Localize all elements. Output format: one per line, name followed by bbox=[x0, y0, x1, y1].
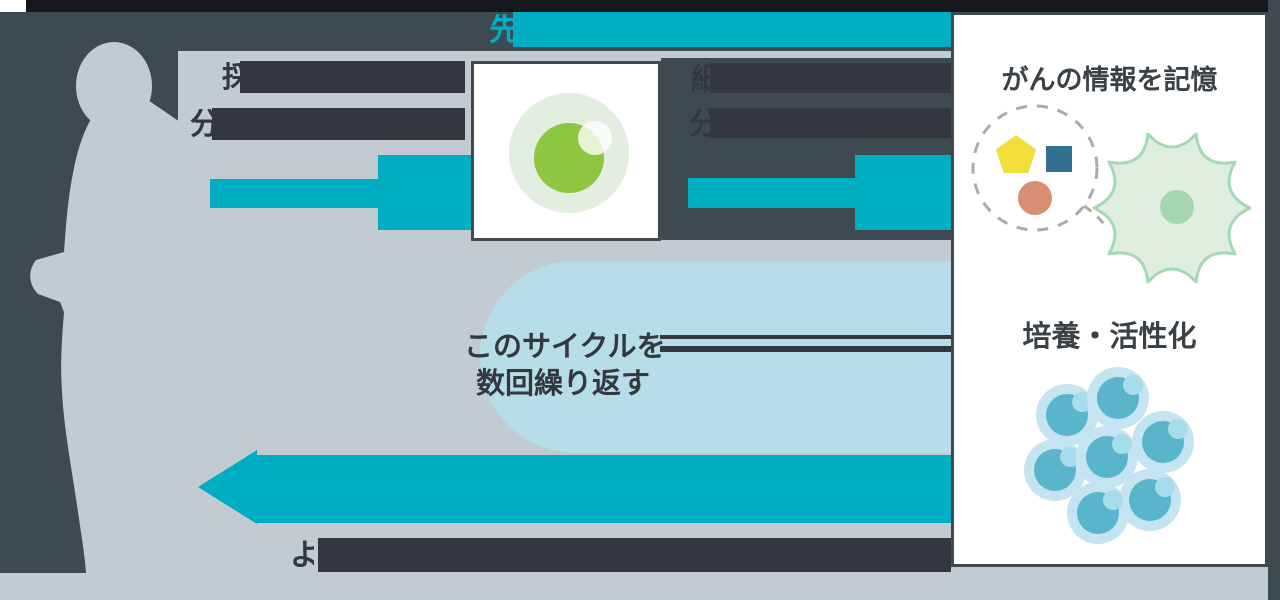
right-line1-partial-text: 細 bbox=[691, 64, 710, 94]
title-partial-text: 先 bbox=[489, 14, 513, 47]
redacted-line-upper bbox=[660, 335, 951, 339]
redacted-line-lower bbox=[660, 346, 951, 352]
antigen-circle-icon bbox=[1018, 181, 1052, 215]
right-frame-strip bbox=[1268, 0, 1280, 600]
return-arrow-body bbox=[256, 455, 951, 523]
redacted-label-culture-line1 bbox=[710, 63, 951, 93]
monocyte-cell-icon bbox=[471, 61, 661, 241]
memory-title: がんの情報を記憶 bbox=[1001, 65, 1218, 95]
redacted-label-culture-line2 bbox=[710, 108, 951, 138]
title-bar bbox=[513, 12, 951, 47]
cycle-pill bbox=[480, 261, 951, 453]
culture-title: 培養・活性化 bbox=[1022, 321, 1197, 353]
left-line2-partial-text: 分 bbox=[190, 109, 212, 139]
title-bar-underline bbox=[513, 47, 951, 51]
cycle-note-line2: 数回繰り返す bbox=[476, 368, 651, 400]
redacted-label-draw-line2 bbox=[212, 108, 465, 140]
redacted-bottom-caption bbox=[318, 538, 951, 572]
redacted-label-draw-line1 bbox=[240, 61, 465, 93]
dendritic-cell-icon bbox=[1092, 132, 1252, 284]
top-border-strip bbox=[26, 0, 1280, 12]
antigen-square-icon bbox=[1046, 146, 1072, 172]
cycle-note-line1: このサイクルを bbox=[464, 331, 666, 363]
left-line1-partial-text: 採 bbox=[222, 62, 240, 92]
bottom-caption-partial-text: よ bbox=[290, 540, 314, 571]
arrow-to-cell-head bbox=[378, 155, 471, 230]
arrow-to-cell-shaft bbox=[210, 179, 380, 208]
return-arrow-head bbox=[198, 450, 257, 524]
arrow-to-panel-head bbox=[855, 155, 951, 230]
arrow-to-panel-shaft bbox=[688, 178, 855, 208]
cell-highlight bbox=[578, 121, 612, 155]
right-line2-partial-text: 分 bbox=[689, 109, 710, 139]
